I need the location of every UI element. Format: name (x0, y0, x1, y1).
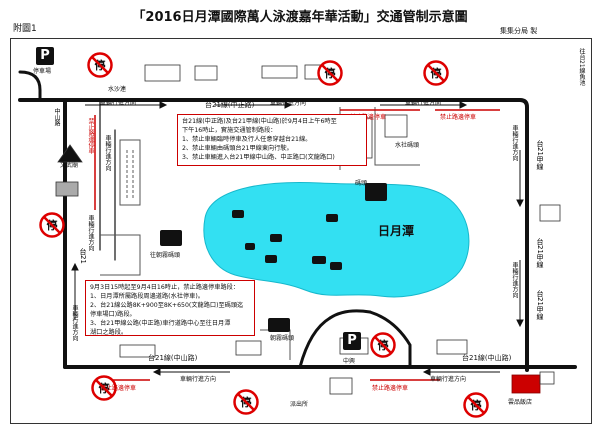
no-stopping-sign-icon: 停 (91, 375, 117, 401)
no-stopping-sign-icon: 停 (39, 212, 65, 238)
no-stopping-sign-icon: 停 (463, 392, 489, 418)
boats (160, 183, 387, 332)
no-parking-label-2: 禁止路邊停車 (372, 385, 409, 392)
yuchi-direction: 往台21線魚池 (578, 48, 585, 86)
notice-top-line-1: 台21線(中正路)及台21甲線(中山路)於9月4日上午6時至 (182, 118, 337, 125)
no-stopping-sign-icon: 停 (423, 60, 449, 86)
road-21-label: 台21 (79, 248, 87, 264)
notice-bottom-line-5: 3、台21甲線公路(中正路)車行道路中心至往日月潭 (90, 320, 231, 327)
no-stopping-sign-icon: 停 (370, 332, 396, 358)
direction-label-1: 車輛行進方向 (100, 100, 137, 107)
shuishe-dock-label: 水社碼頭 (395, 142, 420, 149)
road-zhongshan-label: 台21線(中山路) (148, 354, 198, 362)
guide-right-label: 車輛行進方向 (104, 135, 111, 171)
notice-bottom-line-3: 2、台21線公路8K+900至8K+650(文龍路口)至碼頭迄 (90, 302, 244, 309)
notice-bottom-line-1: 9月3日15時起至9月4日16時止，禁止路邊停車路段： (90, 284, 240, 291)
direction-label-5: 車輛行進方向 (511, 262, 518, 298)
crossing-right-label: 雲品飯店 (508, 399, 533, 406)
notice-bottom-line-6: 湖口之路段。 (90, 329, 128, 336)
guide-left-label: 車輛行進方向 (87, 215, 94, 251)
notice-bottom: 9月3日15時起至9月4日16時止，禁止路邊停車路段： 1、日月潭所屬路段周邊道… (85, 280, 255, 336)
no-parking-label-3: 禁止路邊停車 (100, 385, 137, 392)
notice-bottom-line-4: 停車場口)路段。 (90, 311, 136, 318)
page-title: 「2016日月潭國際萬人泳渡嘉年華活動」交通管制示意圖 (132, 10, 468, 25)
pier-west-label: 朝霧碼頭 (270, 335, 295, 342)
direction-label-7: 車輛行進方向 (430, 376, 467, 383)
direction-label-3: 車輛行進方向 (405, 100, 442, 107)
road-zhongshan-label-b: 台21線(中山路) (462, 354, 512, 362)
no-stopping-sign-icon: 停 (317, 60, 343, 86)
no-parking-label-1: 禁止路邊停車 (350, 114, 387, 121)
map-frame (10, 38, 592, 424)
buildings (55, 64, 561, 395)
road-21a2-label: 台21甲線 (536, 238, 544, 268)
direction-arrows (71, 101, 524, 376)
no-stopping-sign-icon: 停 (233, 389, 259, 415)
lake (203, 182, 470, 298)
direction-label-6: 車輛行進方向 (71, 305, 78, 341)
notice-top-line-5: 3、禁止車輛進入台21甲線中山路、中正路口(文龍路口) (182, 154, 335, 161)
central-hall-label: 中興 (343, 358, 356, 365)
wenwu-temple-label: 文武廟 (60, 162, 79, 169)
no-parking-label-4: 禁止路邊停車 (87, 118, 94, 154)
direction-label-4: 車輛行進方向 (511, 125, 518, 161)
direction-label-2: 車輛行進方向 (270, 100, 307, 107)
direction-label-8: 車輛行進方向 (180, 376, 217, 383)
attachment-label: 附圖1 (13, 24, 37, 34)
no-parking-label-5: 禁止路邊停車 (440, 114, 477, 121)
lake-label: 日月潭 (378, 224, 415, 238)
notice-top-line-3: 1、禁止車輛臨時停車及行人任意穿越台21線。 (182, 136, 312, 143)
police-station-label: 派出所 (290, 401, 309, 408)
notice-top-line-4: 2、禁止車輛由碼頭台21甲線東向行駛。 (182, 145, 293, 152)
zhongshan-rd-label: 中山路 (53, 108, 60, 126)
road-zhongzheng-label: 台21線(中正路) (205, 101, 255, 109)
parking-lot-label: 停車場 (33, 68, 52, 75)
road-21a3-label: 台21甲線 (536, 290, 544, 320)
shuiyu-label: 水沙連 (108, 86, 127, 93)
notice-bottom-line-2: 1、日月潭所屬路段周邊道路(水社停車)。 (90, 293, 204, 300)
parking-icon: P (36, 47, 54, 65)
no-stopping-sign-icon: 停 (87, 52, 113, 78)
notice-top: 台21線(中正路)及台21甲線(中山路)於9月4日上午6時至 下午16時止，實施… (177, 114, 367, 166)
roads (18, 70, 577, 372)
notice-top-line-2: 下午16時止，實施交通管制路段： (182, 127, 277, 134)
parking-icon-south: P (343, 332, 361, 350)
zhaowu-label: 往朝霧碼頭 (150, 252, 181, 259)
police-unit: 集集分局 製 (500, 27, 538, 35)
mooring-label: 碼頭 (355, 180, 368, 187)
road-21a-label: 台21甲線 (536, 140, 544, 170)
